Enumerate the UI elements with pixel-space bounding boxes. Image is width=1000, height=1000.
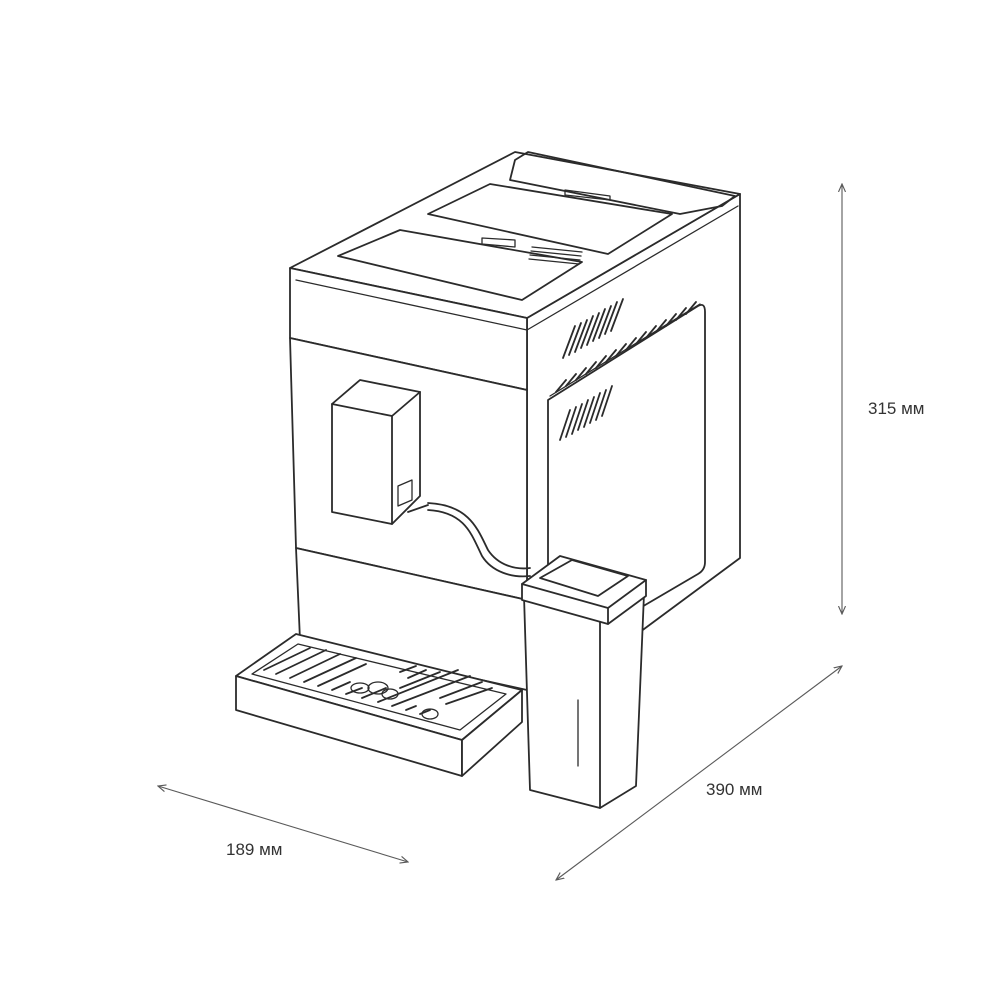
coffee-spout — [331, 379, 421, 525]
bean-hopper-lid-front — [337, 229, 583, 301]
side-door — [547, 301, 706, 609]
milk-container — [521, 555, 647, 809]
height-label: 315 мм — [868, 399, 924, 418]
top-lids — [337, 151, 736, 301]
drip-tray — [235, 633, 523, 777]
bean-hopper-lid-rear — [509, 151, 736, 215]
side-vent-upper — [562, 298, 624, 359]
machine-body — [289, 151, 741, 691]
dimension-depth: 390 мм — [556, 666, 842, 880]
water-tank-lid — [427, 183, 673, 255]
top-vent — [528, 246, 583, 265]
side-vent-middle — [555, 301, 697, 393]
milk-tube — [407, 502, 531, 578]
side-vent-lower — [559, 385, 613, 441]
dimension-height: 315 мм — [842, 184, 924, 614]
depth-label: 390 мм — [706, 780, 762, 799]
drip-grate — [263, 647, 493, 720]
drip-tray-side — [461, 689, 523, 777]
dimension-width: 189 мм — [158, 786, 408, 862]
width-label: 189 мм — [226, 840, 282, 859]
